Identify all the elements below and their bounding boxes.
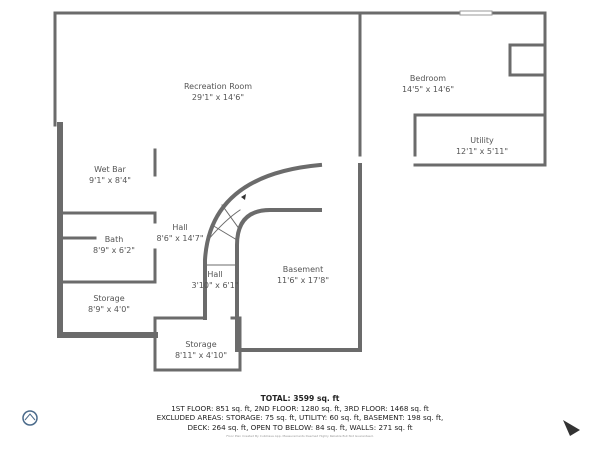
area-summary: TOTAL: 3599 sq. ft 1ST FLOOR: 851 sq. ft… — [157, 394, 444, 440]
total-area: TOTAL: 3599 sq. ft — [260, 394, 340, 403]
credit-text: Floor Plan Created By CubiCasa App. Meas… — [226, 434, 374, 438]
cubicasa-logo — [22, 410, 38, 426]
excluded-areas-cont: DECK: 264 sq. ft, OPEN TO BELOW: 84 sq. … — [187, 422, 413, 432]
walls — [53, 10, 547, 372]
excluded-areas: EXCLUDED AREAS: STORAGE: 75 sq. ft, UTIL… — [156, 413, 444, 422]
north-arrow-icon — [563, 420, 580, 436]
floor-areas: 1ST FLOOR: 851 sq. ft, 2ND FLOOR: 1280 s… — [171, 403, 429, 413]
